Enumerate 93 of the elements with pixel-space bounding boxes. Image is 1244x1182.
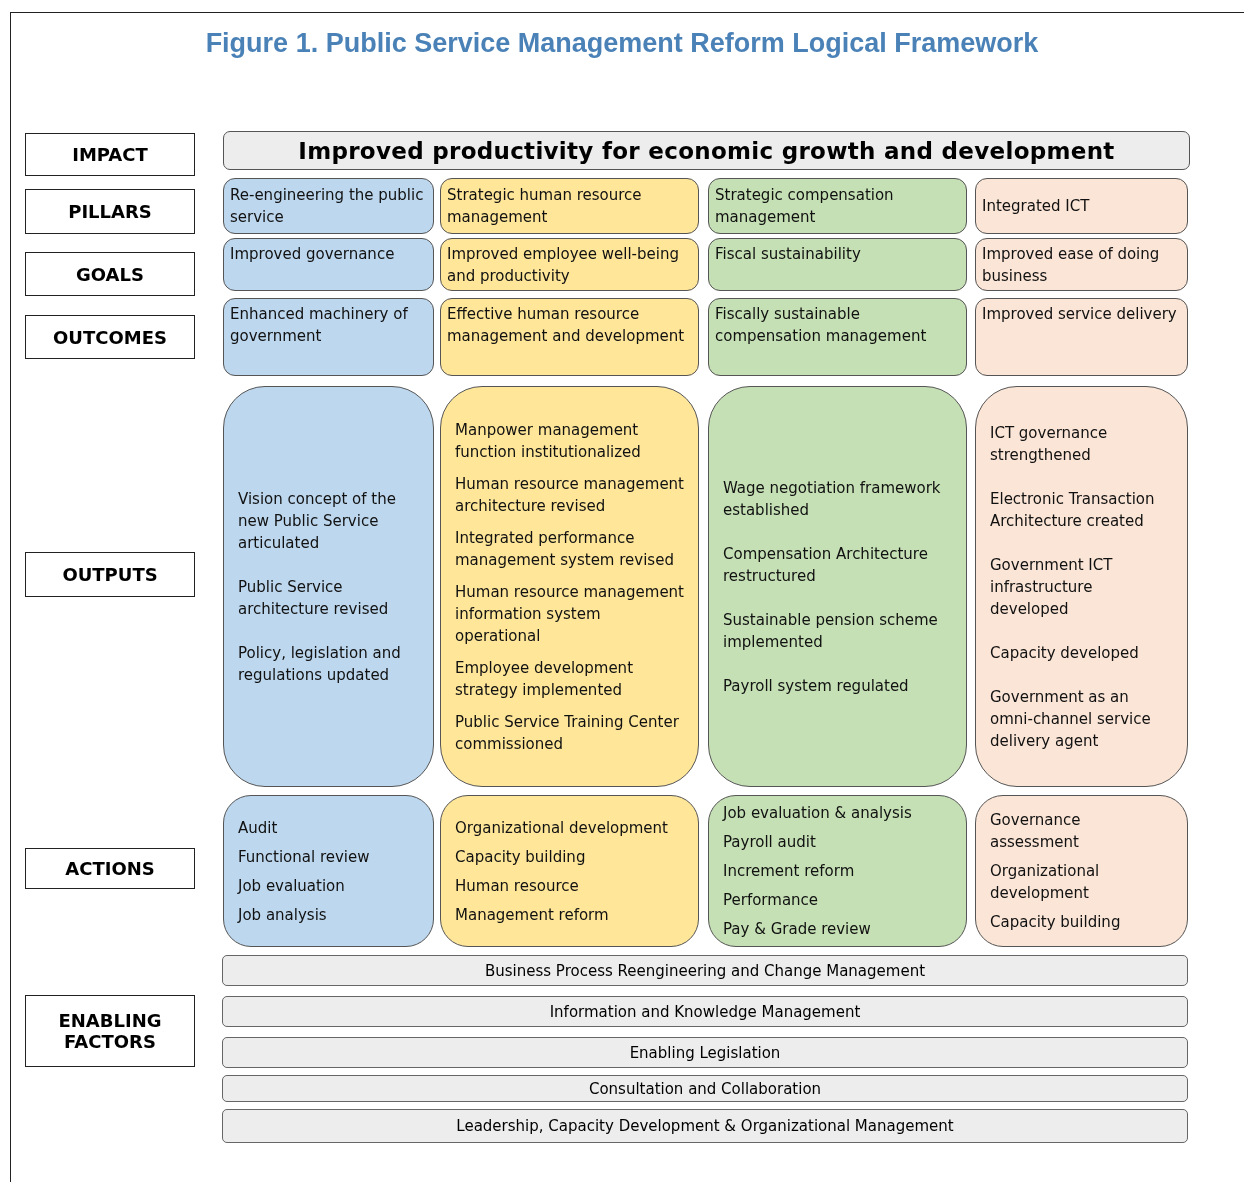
box-text: Human resource management information system operational: [455, 581, 684, 647]
box-text: Governance assessment: [990, 810, 1082, 853]
box-text: Pay & Grade review: [723, 919, 872, 940]
box-text: Management reform: [455, 904, 610, 926]
enabling-factor-bar: [222, 1075, 1188, 1102]
row-label-box: [25, 995, 195, 1067]
box-text: Job evaluation & analysis: [723, 803, 913, 824]
box-text: Government as an omni-channel service delivery agent: [990, 686, 1152, 752]
row-label-box: [25, 133, 195, 176]
box-text: Effective human resource management and development: [447, 304, 686, 347]
impact-banner: [223, 131, 1190, 170]
framework-box: [223, 298, 434, 376]
framework-box: [975, 298, 1188, 376]
box-text: Job evaluation: [238, 875, 346, 897]
box-text: Sustainable pension scheme implemented: [723, 609, 939, 653]
framework-box: [223, 386, 434, 787]
box-text: Improved ease of doing business: [982, 244, 1161, 287]
box-text: Performance: [723, 890, 820, 911]
enabling-factor-bar: [222, 1109, 1188, 1143]
row-label: OUTCOMES: [53, 326, 167, 348]
box-text: Payroll system regulated: [723, 675, 910, 697]
row-label-box: [25, 252, 195, 296]
framework-box: [440, 298, 699, 376]
box-text: Fiscal sustainability: [715, 244, 862, 265]
framework-box: [708, 178, 967, 234]
box-text: Integrated performance management system revised: [455, 527, 675, 571]
framework-box: [440, 178, 699, 234]
box-text: Compensation Architecture restructured: [723, 543, 929, 587]
box-text: Capacity developed: [990, 642, 1140, 664]
row-label: ACTIONS: [65, 858, 155, 879]
box-text: Public Service architecture revised: [238, 576, 390, 620]
box-text: Improved service delivery: [982, 304, 1178, 325]
box-text: Enhanced machinery of government: [230, 304, 409, 347]
box-text: Increment reform: [723, 861, 856, 882]
framework-box: [223, 178, 434, 234]
box-text: Audit: [238, 817, 279, 839]
box-text: Payroll audit: [723, 832, 817, 853]
framework-box: [975, 178, 1188, 234]
box-text: Capacity building: [455, 846, 587, 868]
row-label: ENABLING FACTORS: [57, 1010, 163, 1052]
box-text: Public Service Training Center commissioned: [455, 711, 680, 755]
framework-box: [708, 795, 967, 947]
box-text: Organizational development: [990, 861, 1101, 904]
box-text: Leadership, Capacity Development & Organizational Management: [456, 1117, 954, 1135]
box-text: Human resource management architecture revised: [455, 473, 684, 517]
enabling-factor-bar: [222, 996, 1188, 1027]
framework-box: [440, 795, 699, 947]
row-label-box: [25, 552, 195, 597]
framework-box: [440, 386, 699, 787]
framework-box: [223, 238, 434, 291]
framework-box: [975, 795, 1188, 947]
enabling-factor-bar: [222, 955, 1188, 986]
row-label: IMPACT: [72, 144, 148, 165]
box-text: Employee development strategy implemented: [455, 657, 634, 701]
box-text: Information and Knowledge Management: [549, 1002, 861, 1021]
box-text: Government ICT infrastructure developed: [990, 554, 1114, 620]
box-text: Policy, legislation and regulations updated: [238, 642, 402, 686]
box-text: Manpower management function institutionalized: [455, 419, 642, 463]
box-text: Business Process Reengineering and Change Management: [484, 961, 926, 980]
framework-box: [440, 238, 699, 291]
box-text: Strategic human resource management: [447, 185, 643, 228]
box-text: Vision concept of the new Public Service articulated: [238, 488, 397, 554]
box-text: ICT governance strengthened: [990, 422, 1109, 466]
row-label-box: [25, 189, 195, 234]
row-label: OUTPUTS: [62, 564, 158, 585]
framework-box: [975, 386, 1188, 787]
box-text: Organizational development: [455, 817, 669, 839]
row-label: PILLARS: [68, 201, 152, 222]
box-text: Electronic Transaction Architecture created: [990, 488, 1156, 532]
box-text: Functional review: [238, 846, 371, 868]
box-text: Enabling Legislation: [629, 1043, 781, 1062]
box-text: Re-engineering the public service: [230, 185, 425, 228]
row-label-box: [25, 315, 195, 359]
box-text: Consultation and Collaboration: [588, 1079, 822, 1098]
box-text: Job analysis: [238, 904, 328, 926]
row-label: GOALS: [76, 263, 144, 285]
box-text: Improved employee well-being and productivity: [447, 244, 680, 287]
framework-box: [708, 298, 967, 376]
framework-box: [223, 795, 434, 947]
box-text: Strategic compensation management: [715, 185, 895, 228]
box-text: Wage negotiation framework established: [723, 477, 942, 521]
framework-box: [708, 238, 967, 291]
row-label-box: [25, 848, 195, 889]
figure-title: Figure 1. Public Service Management Reform Logical Framework: [205, 28, 1039, 59]
framework-box: [975, 238, 1188, 291]
impact-text: Improved productivity for economic growth and development: [298, 137, 1115, 164]
box-text: Fiscally sustainable compensation management: [715, 304, 928, 347]
box-text: Capacity building: [990, 912, 1122, 933]
box-text: Integrated ICT: [982, 196, 1091, 217]
enabling-factor-bar: [222, 1037, 1188, 1068]
box-text: Human resource: [455, 875, 580, 897]
box-text: Improved governance: [230, 244, 396, 265]
framework-box: [708, 386, 967, 787]
